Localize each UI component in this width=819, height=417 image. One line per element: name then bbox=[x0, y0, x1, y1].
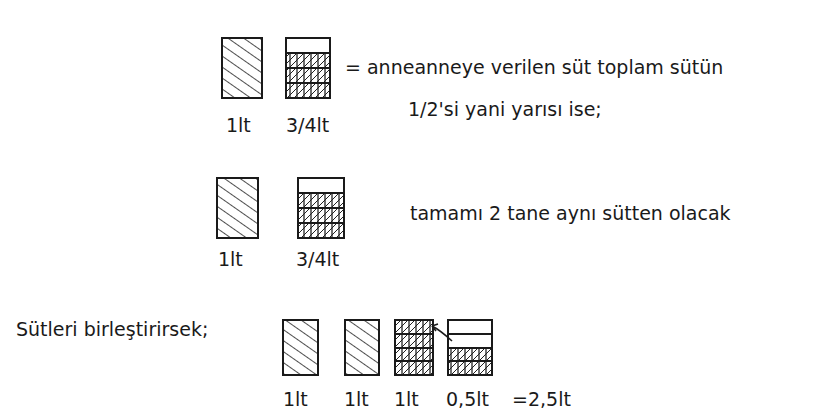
volume-label: 3/4lt bbox=[296, 248, 339, 271]
result-text: =2,5lt bbox=[512, 388, 571, 411]
volume-label: 1lt bbox=[218, 248, 243, 271]
box-outline bbox=[217, 178, 258, 238]
box-outline bbox=[222, 38, 262, 98]
statement-text: Sütleri birleştirirsek; bbox=[16, 318, 208, 341]
volume-label: 1lt bbox=[344, 388, 369, 411]
quarter-box bbox=[286, 38, 330, 98]
full-box bbox=[217, 178, 258, 238]
quarter-box bbox=[298, 178, 344, 238]
hatched-part bbox=[448, 348, 492, 375]
hatched-part bbox=[298, 193, 344, 238]
half-box bbox=[448, 320, 492, 375]
hatched-part bbox=[286, 53, 330, 98]
statement-text: 1/2'si yani yarısı ise; bbox=[408, 98, 602, 121]
volume-label: 0,5lt bbox=[446, 388, 489, 411]
volume-label: 1lt bbox=[394, 388, 419, 411]
full-box bbox=[283, 320, 318, 375]
combined-box bbox=[395, 320, 433, 375]
statement-text: tamamı 2 tane aynı sütten olacak bbox=[410, 202, 731, 225]
volume-label: 1lt bbox=[283, 388, 308, 411]
volume-label: 3/4lt bbox=[286, 114, 329, 137]
volume-label: 1lt bbox=[226, 114, 251, 137]
move-arrow bbox=[432, 326, 452, 341]
full-box bbox=[222, 38, 262, 98]
full-box bbox=[345, 320, 379, 375]
statement-text: = anneanneye verilen süt toplam sütün bbox=[345, 56, 723, 79]
